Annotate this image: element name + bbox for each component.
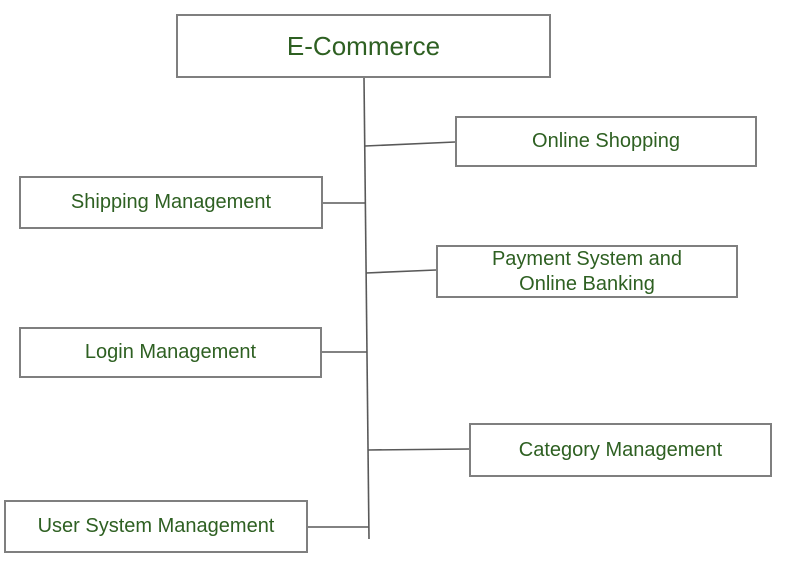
- connector-payment-system: [365, 269, 437, 274]
- node-ecommerce-label: E-Commerce: [286, 30, 441, 61]
- node-user-system-management-label: User System Management: [37, 515, 275, 537]
- node-online-shopping: Online Shopping: [455, 116, 757, 167]
- connector-category-management: [367, 448, 470, 451]
- node-online-shopping-label: Online Shopping: [532, 130, 680, 152]
- connector-online-shopping: [364, 141, 456, 147]
- node-category-management: Category Management: [469, 423, 772, 477]
- node-ecommerce: E-Commerce: [176, 14, 551, 78]
- node-user-system-management: User System Management: [4, 500, 308, 553]
- node-shipping-management-label: Shipping Management: [70, 191, 272, 213]
- node-payment-system-label: Payment System and Online Banking: [491, 247, 683, 295]
- node-category-management-label: Category Management: [518, 438, 723, 461]
- trunk-line: [363, 77, 370, 540]
- node-login-management: Login Management: [19, 327, 322, 378]
- node-shipping-management: Shipping Management: [19, 176, 323, 229]
- node-login-management-label: Login Management: [84, 341, 257, 363]
- node-payment-system: Payment System and Online Banking: [436, 245, 738, 298]
